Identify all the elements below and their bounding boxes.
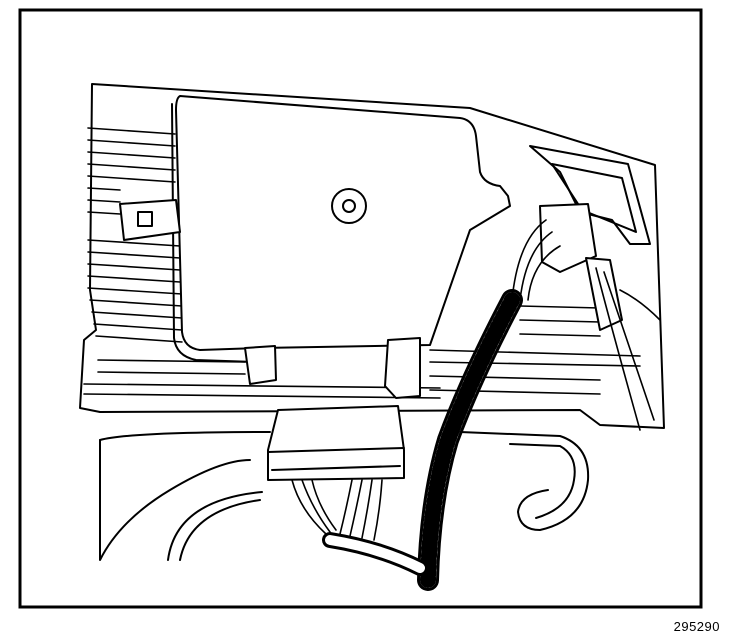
lower-tab-right [384,337,421,399]
side-connector-window [551,163,637,233]
side-connector-plug [539,203,597,273]
lower-body-contour [99,439,251,561]
module-edge [171,103,257,363]
left-tab-slot [137,211,153,227]
main-connector [267,405,405,481]
mounting-hole-center [342,199,356,213]
lower-body-base [99,431,271,441]
mounting-hole [331,188,367,224]
lower-cable-loop-left-2 [167,491,263,561]
left-mounting-tab [119,199,181,241]
lower-tab-left [244,345,277,385]
lower-right-contour [459,431,590,531]
side-connector-latch [585,257,623,331]
side-wires [511,219,661,431]
side-connector-bracket [529,145,651,245]
lower-right-contour-2 [509,443,576,519]
main-connector-rim [267,447,405,453]
harness-ribbing [420,292,520,588]
figure-frame [18,8,703,609]
figure-reference-number: 295290 [673,619,720,634]
connector-wires [291,479,383,541]
lower-cable-loop-left [179,499,261,561]
panel-ribs [83,127,641,399]
main-connector-base [271,465,401,471]
control-module [175,95,511,351]
lower-harness-inner [325,535,425,573]
